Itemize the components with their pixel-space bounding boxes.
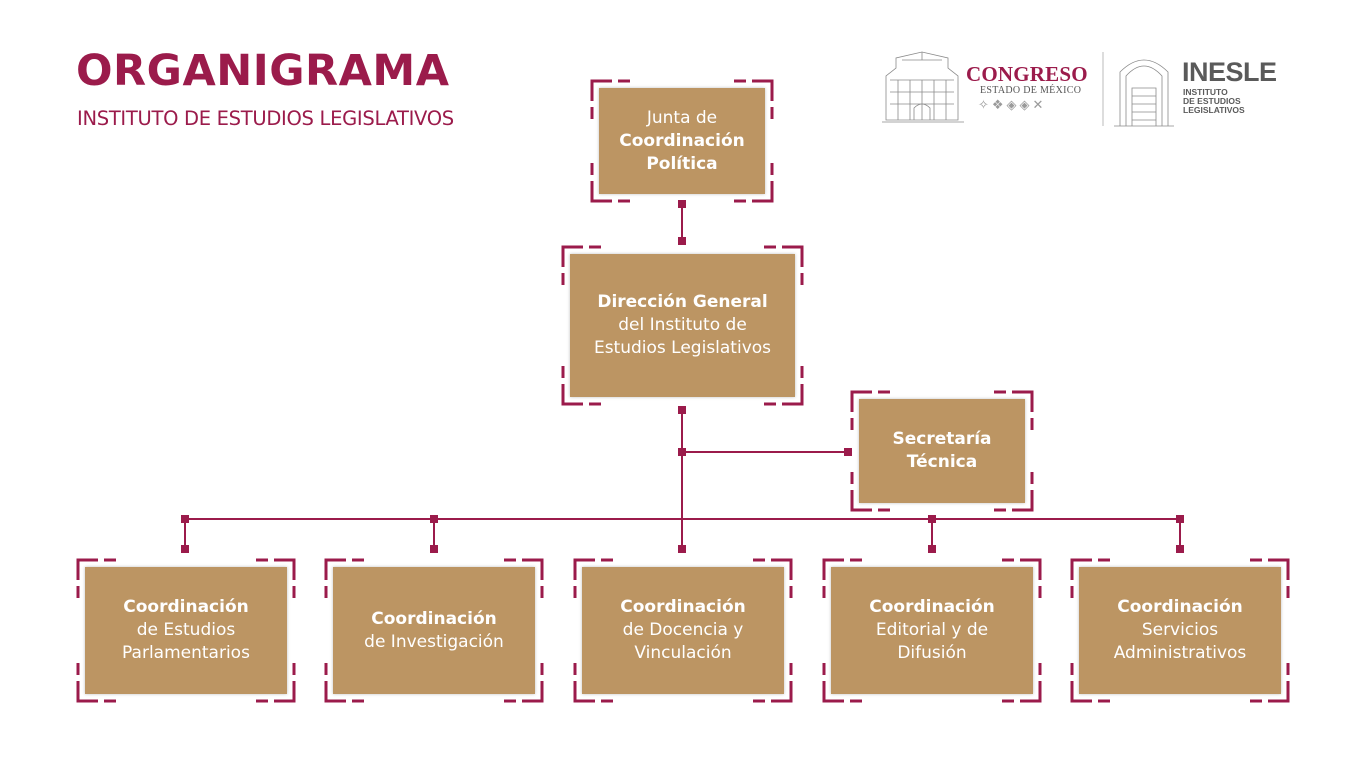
page-title: ORGANIGRAMA (76, 46, 450, 96)
congreso-building-icon (882, 51, 964, 123)
logos-area (882, 51, 1174, 127)
node-corner-frame (573, 558, 793, 703)
congreso-logo-text: CONGRESO (966, 62, 1088, 86)
node-coordinacion-servicios-administrativos: Coordinación Servicios Administrativos (1079, 567, 1281, 694)
inesle-logo-text: INESLE (1182, 57, 1277, 87)
node-direccion-general: Dirección General del Instituto de Estud… (570, 254, 795, 397)
node-corner-frame (822, 558, 1042, 703)
page-subtitle: INSTITUTO DE ESTUDIOS LEGISLATIVOS (77, 107, 454, 130)
node-corner-frame (850, 390, 1034, 512)
node-corner-frame (76, 558, 296, 703)
congreso-ornaments-icon: ✧❖◈◈✕ (978, 98, 1047, 113)
congreso-logo-subtitle: ESTADO DE MÉXICO (980, 85, 1082, 96)
node-junta-coordinacion-politica: Junta de Coordinación Política (599, 88, 765, 194)
node-corner-frame (1070, 558, 1290, 703)
node-corner-frame (324, 558, 544, 703)
inesle-logo-subtitle: INSTITUTO DE ESTUDIOS LEGISLATIVOS (1183, 87, 1245, 115)
node-coordinacion-editorial-difusion: Coordinación Editorial y de Difusión (831, 567, 1033, 694)
node-coordinacion-docencia-vinculacion: Coordinación de Docencia y Vinculación (582, 567, 784, 694)
node-secretaria-tecnica: Secretaría Técnica (859, 399, 1025, 503)
node-corner-frame (590, 79, 774, 203)
node-coordinacion-investigacion: Coordinación de Investigación (333, 567, 535, 694)
inesle-arch-icon (1114, 59, 1174, 127)
node-corner-frame (561, 245, 804, 406)
node-coordinacion-estudios-parlamentarios: Coordinación de Estudios Parlamentarios (85, 567, 287, 694)
